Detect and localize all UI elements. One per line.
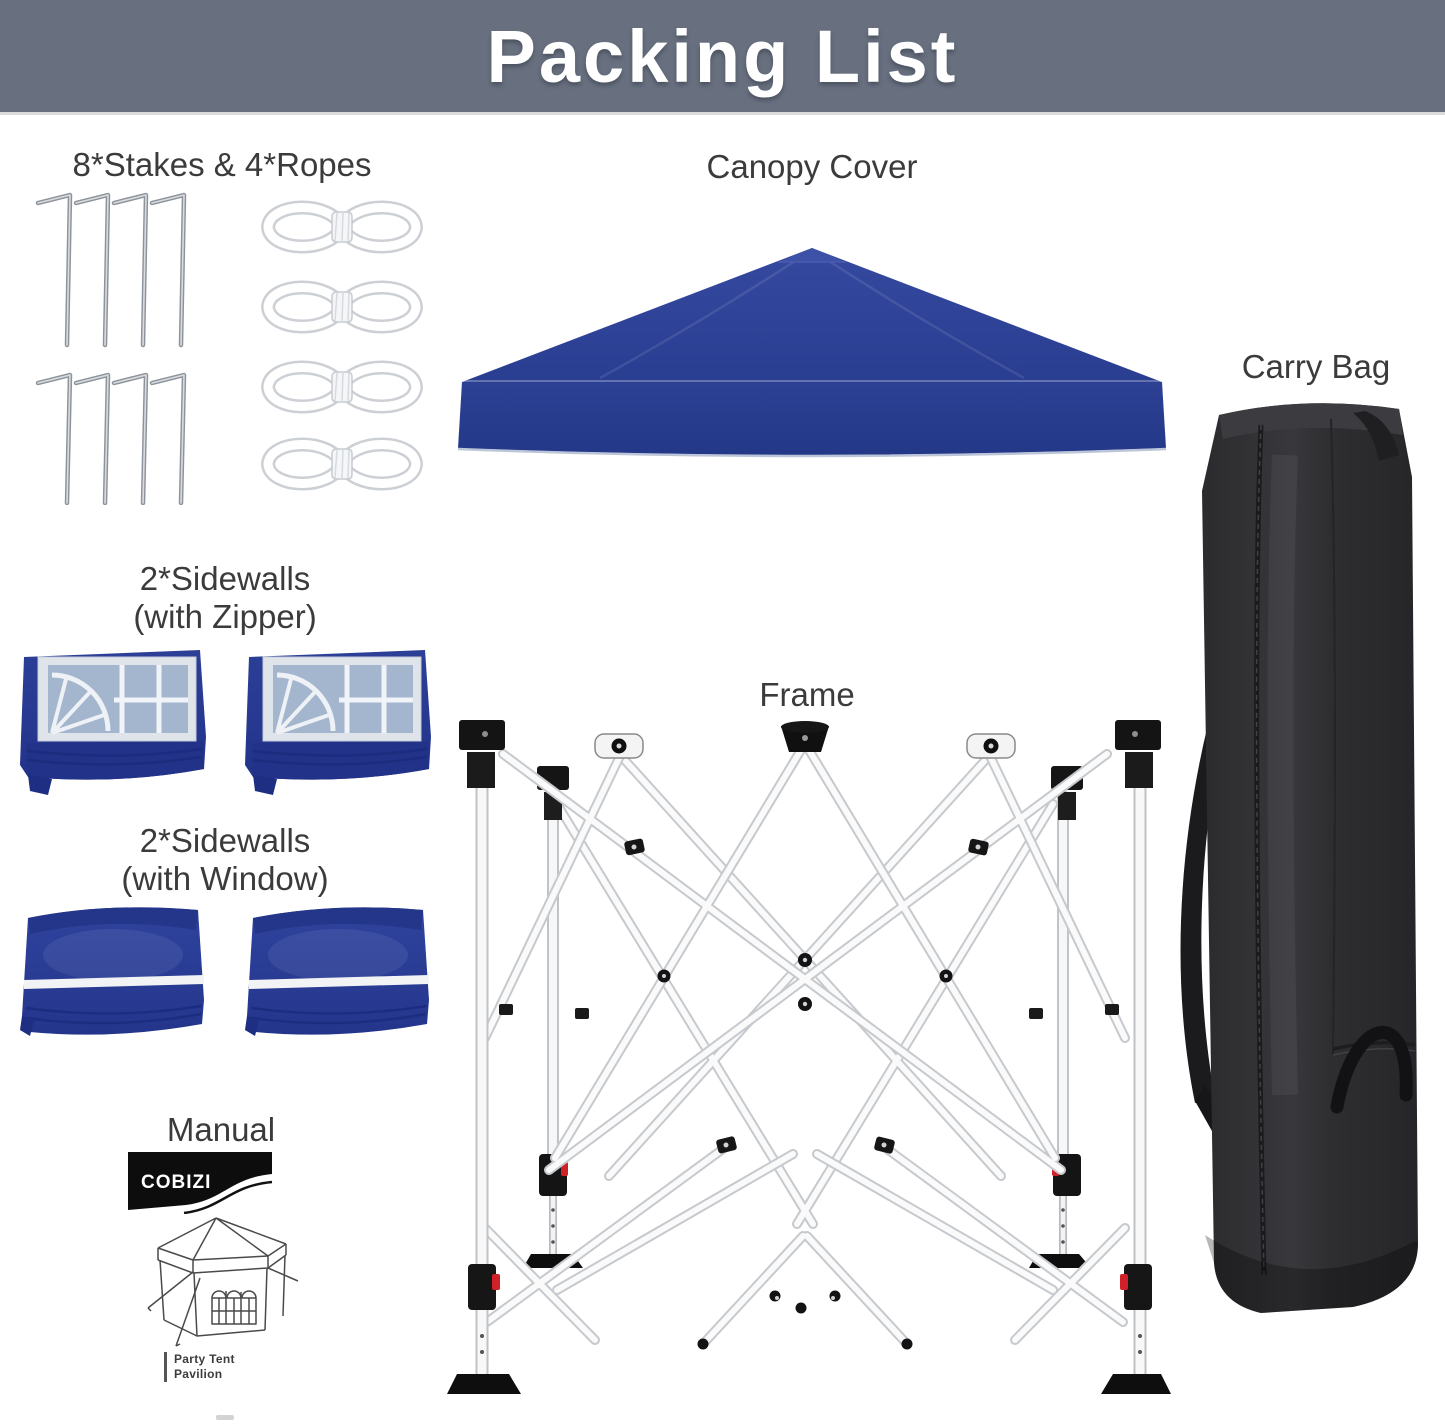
tiny-print-mark	[216, 1415, 234, 1420]
stake-icons	[35, 192, 187, 505]
manual-caption: Party Tent Pavilion	[164, 1352, 235, 1382]
sidewalls-window-label-line1: 2*Sidewalls	[139, 822, 311, 859]
window-panel	[37, 656, 197, 742]
manual-logo-banner: COBIZI	[128, 1152, 273, 1214]
sidewall-window-1	[20, 907, 204, 1036]
frame-illustration	[447, 720, 1171, 1394]
carry-bag-label: Carry Bag	[1241, 348, 1391, 385]
bag-handle	[1330, 1026, 1413, 1114]
caption-bar	[164, 1352, 167, 1382]
canopy-cover-illustration	[457, 248, 1167, 458]
frame-top-hardware	[594, 721, 1016, 856]
stakes-ropes-label: 8*Stakes & 4*Ropes	[72, 146, 372, 183]
red-release-button	[1120, 1274, 1128, 1290]
frame-outer-legs	[447, 720, 1171, 1394]
sidewall-zipper-2	[245, 650, 431, 795]
white-stripe	[24, 975, 204, 989]
sidewall-window-2	[245, 907, 429, 1036]
carry-bag-illustration	[1180, 403, 1418, 1313]
sidewalls-zipper-label-line1: 2*Sidewalls	[139, 560, 311, 597]
caption-line1: Party Tent	[174, 1352, 235, 1366]
stakes-and-ropes-illustration	[35, 192, 424, 505]
frame-label: Frame	[759, 676, 855, 713]
manual-label: Manual	[166, 1111, 276, 1148]
canopy-cover-label: Canopy Cover	[706, 148, 918, 185]
sidewalls-window-label-line2: (with Window)	[121, 860, 329, 897]
frame-pivot-joints	[499, 953, 1119, 1350]
manual-brand-text: COBIZI	[141, 1172, 211, 1193]
page-title: Packing List	[486, 14, 959, 98]
page-header: Packing List	[0, 0, 1445, 115]
caption-line2: Pavilion	[174, 1367, 223, 1381]
rope-icons	[260, 200, 424, 491]
manual-tent-drawing	[147, 1217, 299, 1347]
sidewalls-zipper-label-line2: (with Zipper)	[133, 598, 317, 635]
sidewall-zipper-1	[20, 650, 206, 795]
frame-inner-legs	[523, 766, 1091, 1268]
white-stripe	[249, 975, 429, 989]
red-release-button	[492, 1274, 500, 1290]
bag-body	[1202, 403, 1418, 1313]
window-panel	[262, 656, 422, 742]
